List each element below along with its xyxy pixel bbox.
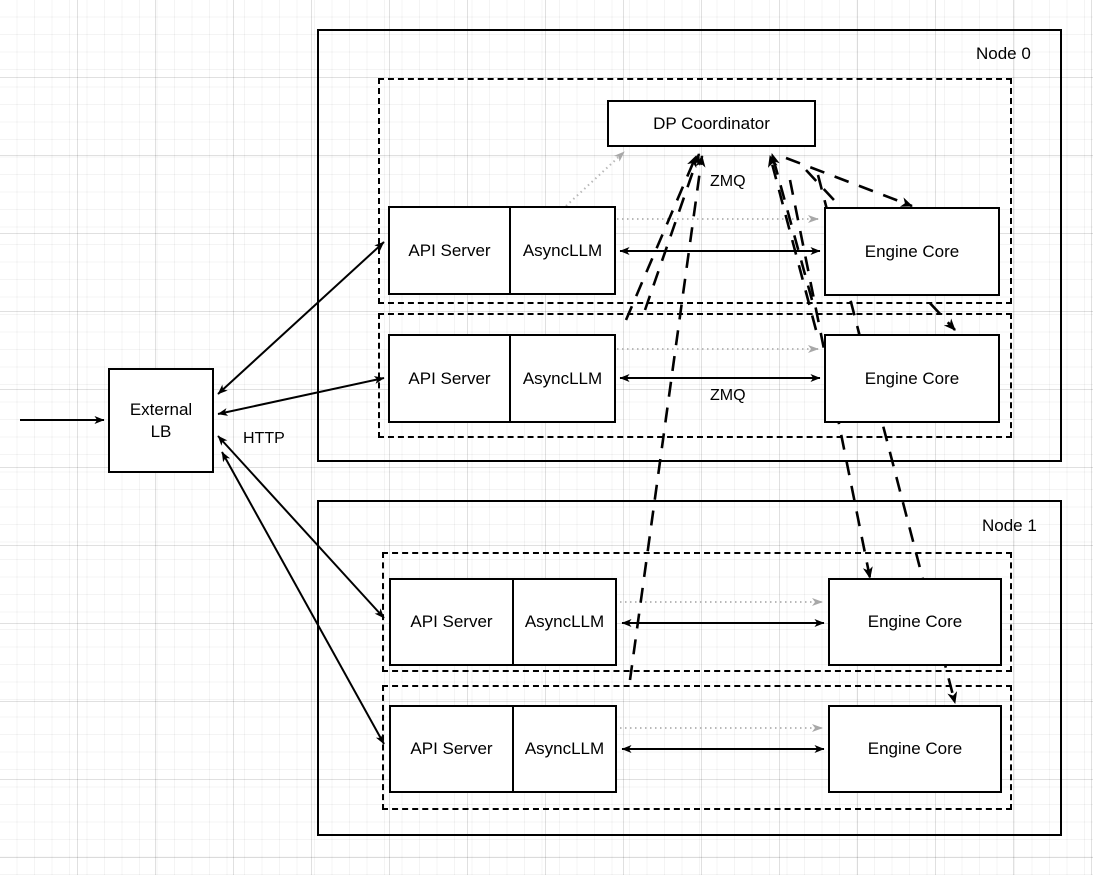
engine-core-box-n0g1[interactable]: Engine Core bbox=[824, 334, 1000, 423]
node-0-group-1 bbox=[378, 313, 1012, 438]
asyncllm-cell-n1g1[interactable]: AsyncLLM bbox=[524, 739, 605, 758]
asyncllm-cell-n1g0[interactable]: AsyncLLM bbox=[524, 612, 605, 631]
node-1-container bbox=[317, 500, 1062, 836]
zmq-label-second: ZMQ bbox=[710, 387, 746, 404]
engine-core-box-n1g0[interactable]: Engine Core bbox=[828, 578, 1002, 666]
frontend-box-n0g1[interactable]: API Server AsyncLLM bbox=[388, 334, 616, 423]
api-server-cell-n0g0[interactable]: API Server bbox=[390, 208, 511, 293]
node-0-container bbox=[317, 29, 1062, 462]
external-lb-label-line2: LB bbox=[150, 421, 172, 441]
asyncllm-cell-n0g1[interactable]: AsyncLLM bbox=[522, 368, 603, 388]
node-1-group-0 bbox=[382, 552, 1012, 672]
frontend-box-n1g0[interactable]: API Server AsyncLLM bbox=[389, 578, 617, 666]
engine-core-box-n0g0[interactable]: Engine Core bbox=[824, 207, 1000, 296]
api-server-cell-n0g1[interactable]: API Server bbox=[390, 336, 511, 421]
dp-coordinator-box[interactable]: DP Coordinator bbox=[607, 100, 816, 147]
node-1-group-1 bbox=[382, 685, 1012, 810]
node-1-label: Node 1 bbox=[982, 516, 1037, 535]
node-0-label: Node 0 bbox=[976, 44, 1031, 63]
http-edge-label: HTTP bbox=[243, 430, 285, 447]
api-server-cell-n1g0[interactable]: API Server bbox=[391, 580, 514, 664]
engine-core-box-n1g1[interactable]: Engine Core bbox=[828, 705, 1002, 793]
frontend-box-n0g0[interactable]: API Server AsyncLLM bbox=[388, 206, 616, 295]
asyncllm-cell-n0g0[interactable]: AsyncLLM bbox=[522, 240, 603, 260]
node-0-group-0 bbox=[378, 78, 1012, 304]
zmq-label-top: ZMQ bbox=[710, 173, 746, 190]
api-server-cell-n1g1[interactable]: API Server bbox=[391, 707, 514, 791]
external-lb-box[interactable]: External LB bbox=[108, 368, 214, 473]
external-lb-label-line1: External bbox=[129, 400, 193, 420]
frontend-box-n1g1[interactable]: API Server AsyncLLM bbox=[389, 705, 617, 793]
